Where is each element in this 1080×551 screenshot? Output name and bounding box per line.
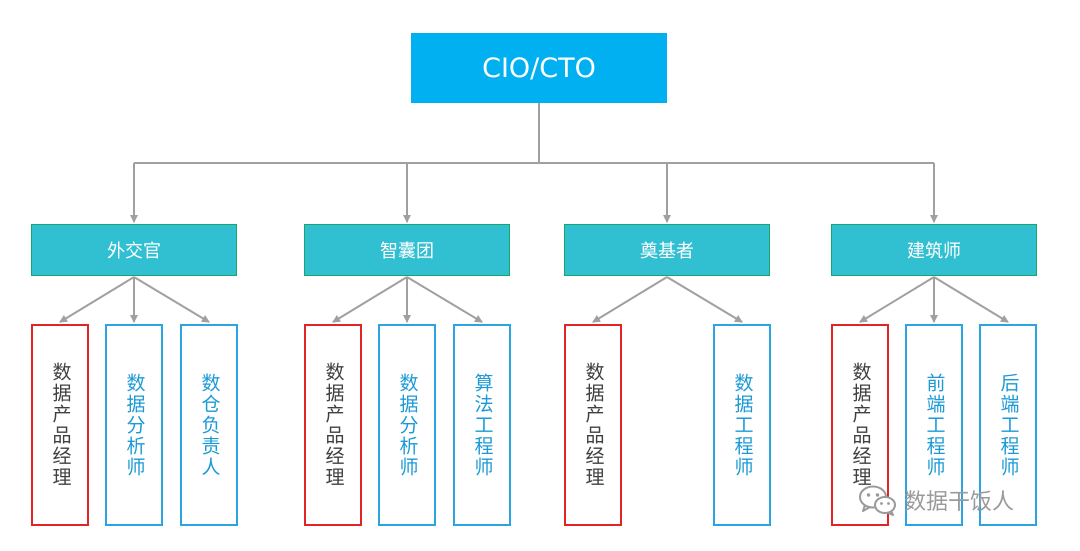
role-label: 后端工程师 xyxy=(997,372,1020,478)
team-node-diplomat: 外交官 xyxy=(31,224,237,276)
root-node-cio-cto: CIO/CTO xyxy=(411,33,667,103)
role-node-frontend-engineer: 前端工程师 xyxy=(905,324,963,526)
role-connector-arrow xyxy=(406,276,483,323)
team-node-founder: 奠基者 xyxy=(564,224,770,276)
watermark: 数据干饭人 xyxy=(858,480,1014,520)
team-node-think-tank: 智囊团 xyxy=(304,224,510,276)
role-connector-arrow xyxy=(133,276,210,323)
role-node-data-product-manager: 数据产品经理 xyxy=(304,324,362,526)
team-node-architect: 建筑师 xyxy=(831,224,1037,276)
role-connector-arrow xyxy=(666,276,743,323)
role-label: 数据分析师 xyxy=(396,372,419,478)
role-connector-arrow xyxy=(592,276,668,323)
root-label: CIO/CTO xyxy=(482,52,596,84)
role-node-data-analyst: 数据分析师 xyxy=(378,324,436,526)
team-label: 奠基者 xyxy=(640,241,694,262)
role-label: 数据产品经理 xyxy=(322,362,345,488)
role-connector-arrow xyxy=(933,276,1009,323)
role-node-algorithm-engineer: 算法工程师 xyxy=(453,324,511,526)
role-connector-arrow xyxy=(59,276,135,323)
team-label: 智囊团 xyxy=(380,241,434,262)
team-label: 外交官 xyxy=(107,241,161,262)
role-node-backend-engineer: 后端工程师 xyxy=(979,324,1037,526)
role-label: 数据产品经理 xyxy=(49,362,72,488)
role-node-data-product-manager: 数据产品经理 xyxy=(31,324,89,526)
role-connector-arrow xyxy=(332,276,408,323)
role-connector-arrow xyxy=(859,276,935,323)
role-node-data-warehouse-lead: 数仓负责人 xyxy=(180,324,238,526)
role-label: 数仓负责人 xyxy=(198,372,221,478)
role-node-data-product-manager: 数据产品经理 xyxy=(831,324,889,526)
role-label: 前端工程师 xyxy=(923,372,946,478)
role-label: 算法工程师 xyxy=(471,372,494,478)
wechat-icon xyxy=(859,485,896,516)
role-label: 数据产品经理 xyxy=(849,362,872,488)
role-node-data-engineer: 数据工程师 xyxy=(713,324,771,526)
role-label: 数据工程师 xyxy=(731,372,754,478)
role-label: 数据产品经理 xyxy=(582,362,605,488)
watermark-text: 数据干饭人 xyxy=(904,490,1015,515)
role-node-data-analyst: 数据分析师 xyxy=(105,324,163,526)
role-node-data-product-manager: 数据产品经理 xyxy=(564,324,622,526)
role-label: 数据分析师 xyxy=(123,372,146,478)
team-label: 建筑师 xyxy=(907,241,961,262)
